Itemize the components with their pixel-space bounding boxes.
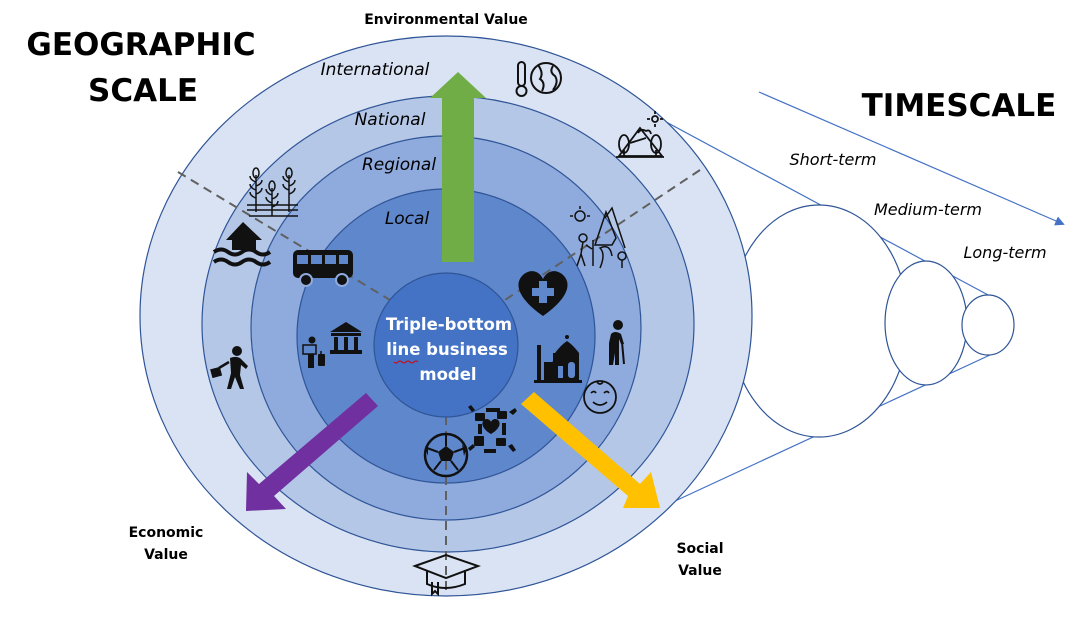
- environmental-value-label: Environmental Value: [364, 12, 528, 28]
- spellcheck-underline: [393, 360, 419, 364]
- ring-label-national: National: [355, 110, 426, 130]
- ring-label-regional: Regional: [362, 155, 436, 175]
- center-text-line1: Triple-bottom: [386, 315, 512, 334]
- crops-icon: [247, 167, 298, 217]
- heart-health-icon: [518, 271, 568, 316]
- economic-arrow: [246, 393, 378, 511]
- timescale-long-term-label: Long-term: [963, 243, 1046, 262]
- timescale-title: TIMESCALE: [862, 88, 1057, 124]
- timescale-long-term-circle: [961, 294, 1015, 356]
- mountain-sun-icon: [616, 111, 664, 158]
- geographic-scale-title-line1: GEOGRAPHIC: [26, 27, 255, 63]
- timescale-arrow: [758, 91, 1065, 226]
- timescale-medium-term-label: Medium-term: [874, 200, 982, 219]
- center-text-line3: model: [419, 365, 476, 384]
- timescale-short-term-circle: [729, 204, 909, 438]
- center-circle: [373, 272, 519, 418]
- economic-value-label-line1: Economic: [129, 525, 204, 541]
- bus-icon: [293, 250, 353, 287]
- tourist-museum-icon: [302, 322, 362, 368]
- graduation-cap-icon: [412, 553, 481, 597]
- ring-label-local: Local: [385, 209, 430, 229]
- hiker-mountain-icon: [570, 206, 627, 269]
- timescale-short-term-label: Short-term: [790, 150, 877, 169]
- ring-label-international: International: [321, 60, 430, 80]
- divider-economic-environmental: [177, 171, 391, 301]
- baby-face-icon: [583, 380, 617, 414]
- football-icon: [423, 432, 469, 478]
- hands-heart-icon: [468, 405, 517, 453]
- elderly-person-icon: [609, 320, 625, 365]
- environmental-arrow: [430, 72, 486, 262]
- social-arrow: [521, 392, 660, 508]
- economic-value-label-line2: Value: [144, 547, 188, 563]
- center-text-line2: line business: [386, 340, 508, 359]
- traveler-walking-icon: [210, 346, 248, 389]
- social-value-label-line1: Social: [676, 541, 723, 557]
- flood-house-icon: [212, 222, 272, 267]
- thermometer-globe-icon: [515, 61, 562, 97]
- geographic-scale-title-line2: SCALE: [88, 73, 198, 109]
- timescale-medium-term-circle: [884, 260, 968, 386]
- mosque-icon: [534, 335, 582, 383]
- social-value-label-line2: Value: [678, 563, 722, 579]
